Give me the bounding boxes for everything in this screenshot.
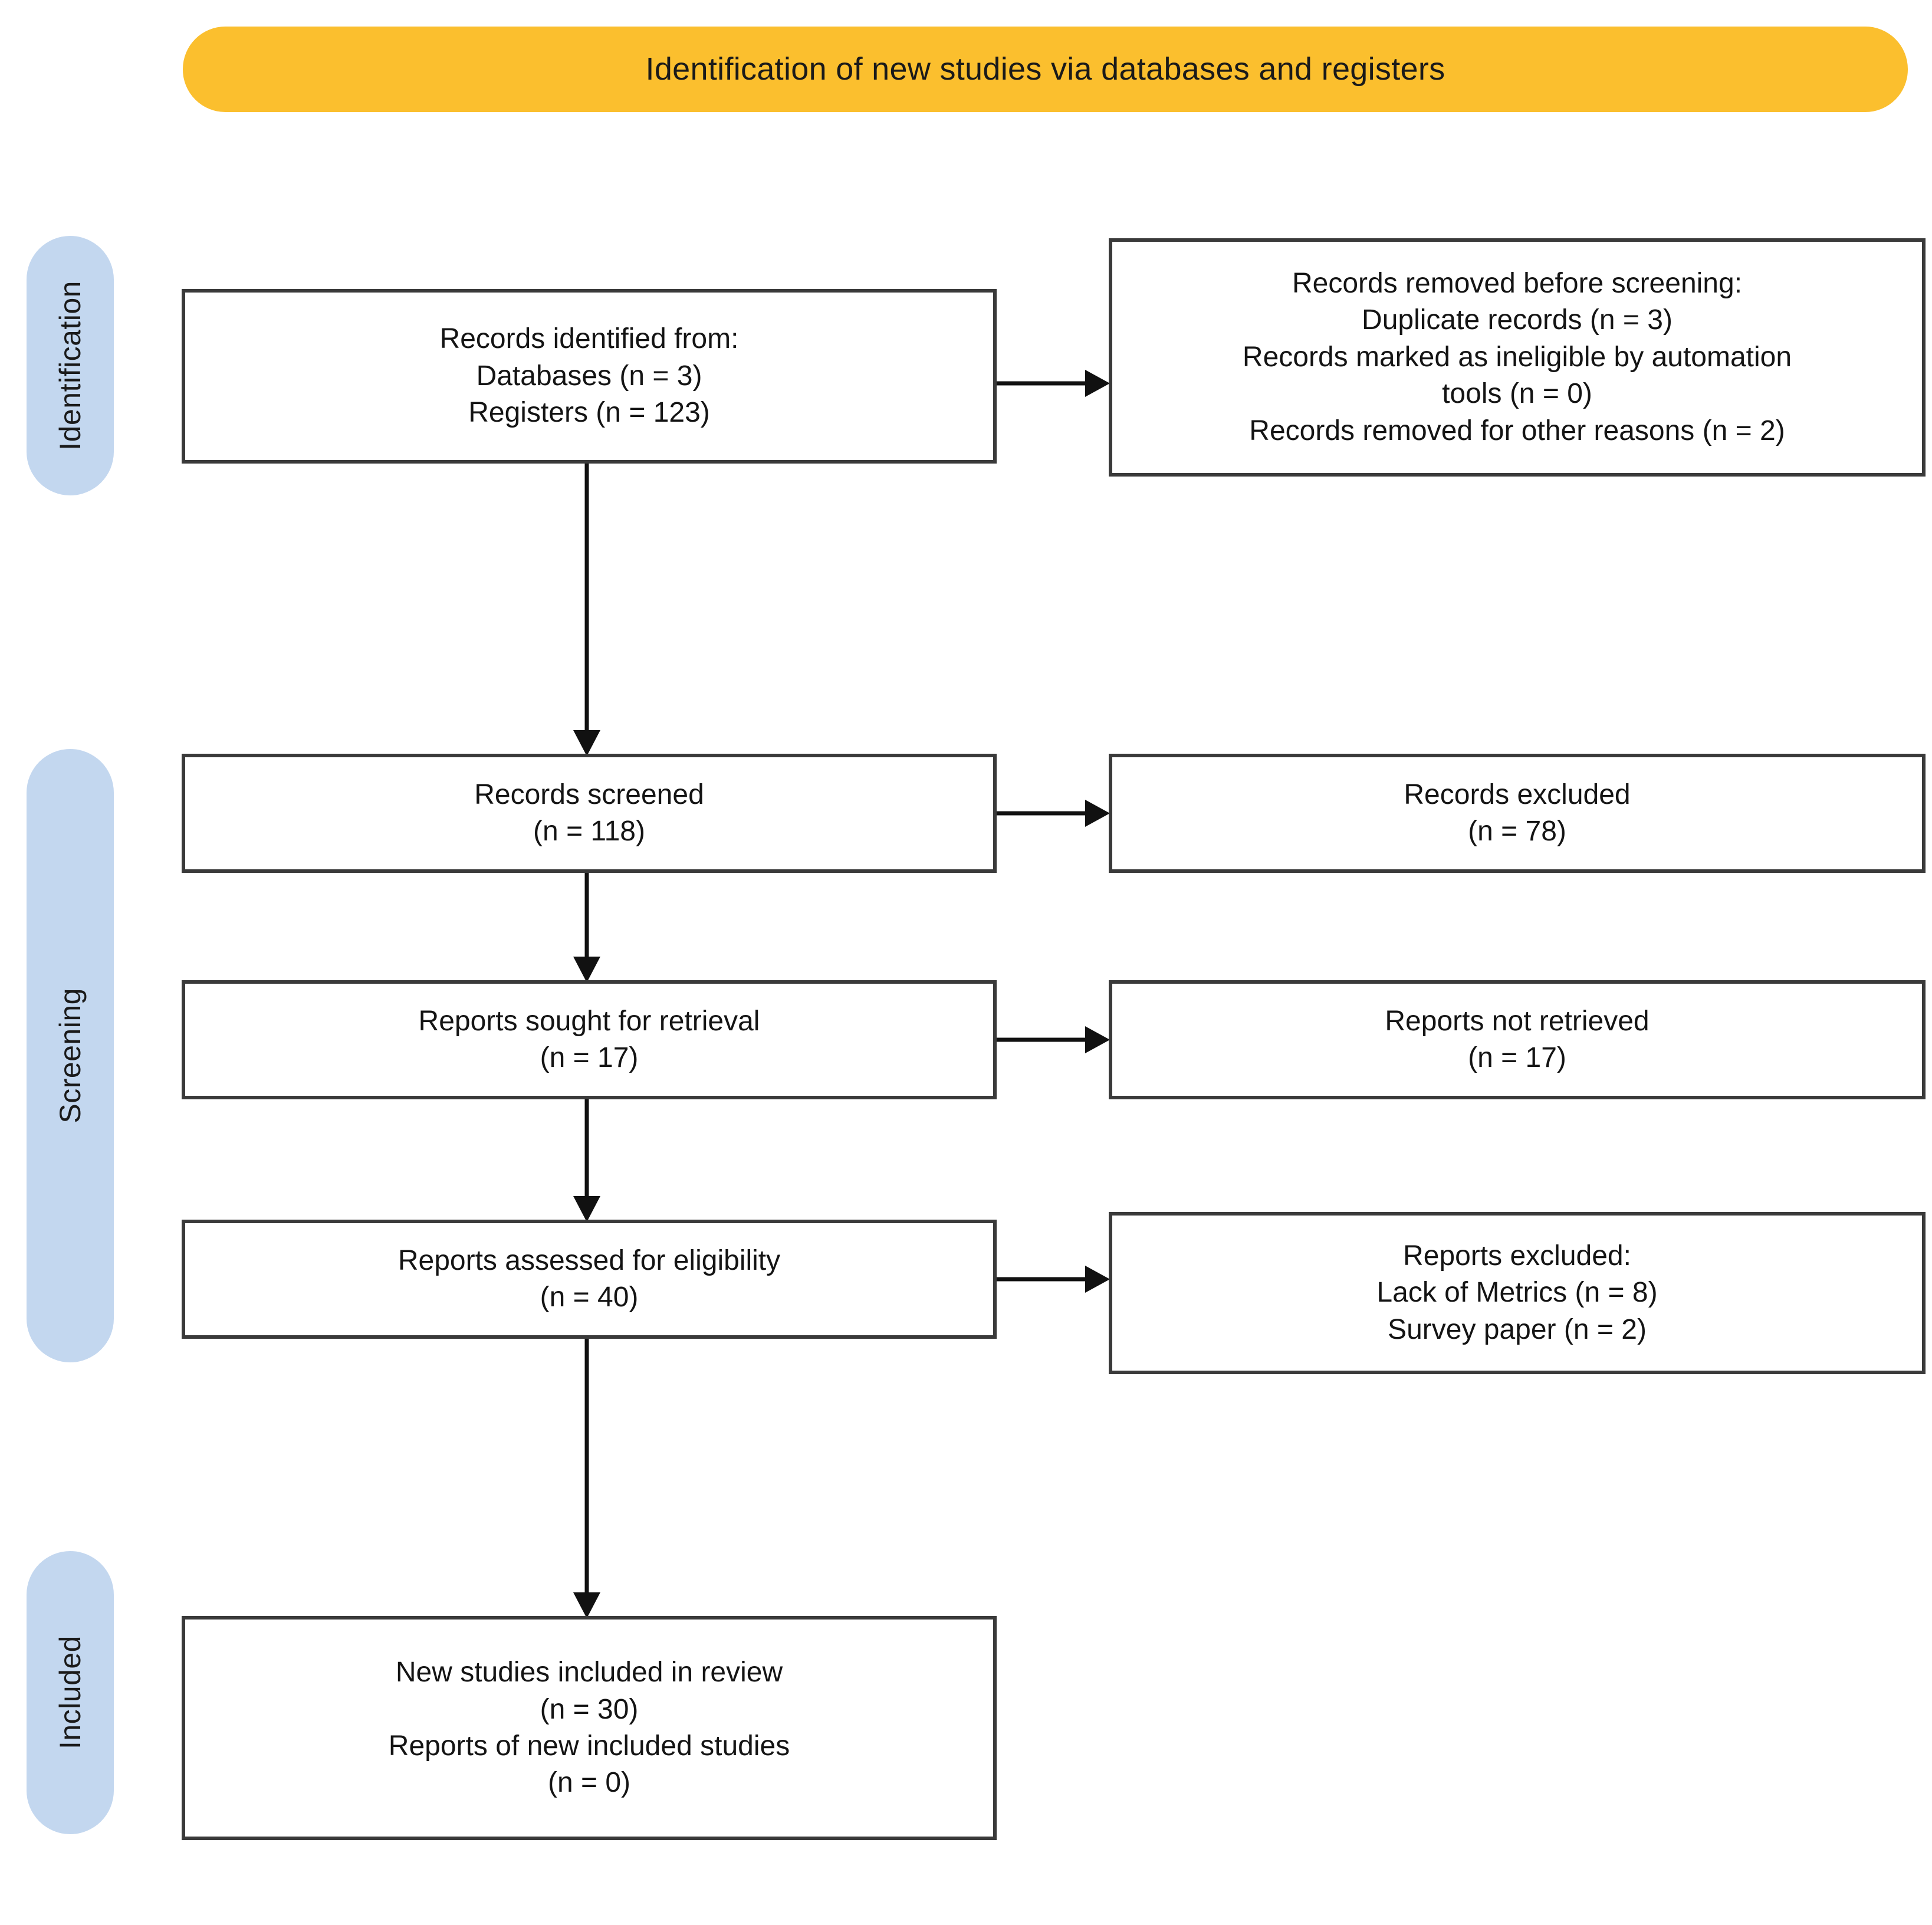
stage-label-screening: Screening: [54, 988, 87, 1124]
box-line: Reports not retrieved: [1385, 1005, 1650, 1037]
stage-label-identification: Identification: [54, 281, 87, 451]
arrow-identified-to-screened: [566, 464, 607, 756]
box-line: (n = 118): [533, 816, 645, 847]
box-line: (n = 30): [540, 1693, 639, 1725]
arrow-identified-to-removed: [997, 366, 1110, 401]
diagram-header-banner: Identification of new studies via databa…: [183, 27, 1908, 112]
box-line: Duplicate records (n = 3): [1362, 304, 1673, 336]
stage-pill-screening: Screening: [27, 749, 114, 1362]
box-line: Records removed before screening:: [1292, 268, 1743, 300]
box-records-excluded: Records excluded (n = 78): [1109, 754, 1926, 873]
box-line: Reports of new included studies: [388, 1730, 790, 1762]
arrow-assessed-to-included: [566, 1339, 607, 1618]
page-title: Identification of new studies via databa…: [645, 51, 1445, 87]
box-line: Records identified from:: [439, 323, 739, 355]
box-line: (n = 17): [540, 1042, 639, 1073]
stage-label-included: Included: [54, 1635, 87, 1750]
box-line: Records screened: [474, 778, 704, 810]
box-line: Registers (n = 123): [468, 397, 710, 429]
stage-pill-included: Included: [27, 1551, 114, 1834]
box-line: Reports sought for retrieval: [418, 1005, 760, 1037]
box-records-screened: Records screened (n = 118): [182, 754, 997, 873]
box-line: Databases (n = 3): [476, 360, 702, 392]
box-line: Reports assessed for eligibility: [397, 1244, 781, 1276]
box-line: tools (n = 0): [1442, 378, 1592, 410]
box-reports-sought-for-retrieval: Reports sought for retrieval (n = 17): [182, 980, 997, 1099]
arrow-sought-to-assessed: [566, 1099, 607, 1222]
box-line: Survey paper (n = 2): [1388, 1313, 1647, 1345]
box-line: (n = 78): [1468, 816, 1566, 847]
box-line: Records removed for other reasons (n = 2…: [1249, 415, 1785, 446]
box-line: Reports excluded:: [1403, 1240, 1631, 1272]
arrow-screened-to-sought: [566, 873, 607, 983]
box-line: New studies included in review: [395, 1657, 783, 1689]
box-records-removed-before-screening: Records removed before screening: Duplic…: [1109, 238, 1926, 477]
box-line: (n = 40): [540, 1282, 639, 1313]
box-reports-assessed-for-eligibility: Reports assessed for eligibility (n = 40…: [182, 1220, 997, 1339]
box-line: (n = 0): [547, 1767, 631, 1799]
box-reports-excluded: Reports excluded: Lack of Metrics (n = 8…: [1109, 1212, 1926, 1374]
box-records-identified: Records identified from: Databases (n = …: [182, 289, 997, 464]
arrow-screened-to-excluded: [997, 796, 1110, 831]
arrow-assessed-to-reports-excluded: [997, 1262, 1110, 1297]
box-line: Lack of Metrics (n = 8): [1376, 1277, 1658, 1309]
stage-pill-identification: Identification: [27, 236, 114, 495]
box-line: Records excluded: [1404, 778, 1631, 810]
box-new-studies-included: New studies included in review (n = 30) …: [182, 1616, 997, 1840]
box-line: (n = 17): [1468, 1042, 1566, 1073]
arrow-sought-to-not-retrieved: [997, 1022, 1110, 1057]
box-reports-not-retrieved: Reports not retrieved (n = 17): [1109, 980, 1926, 1099]
box-line: Records marked as ineligible by automati…: [1242, 341, 1792, 373]
